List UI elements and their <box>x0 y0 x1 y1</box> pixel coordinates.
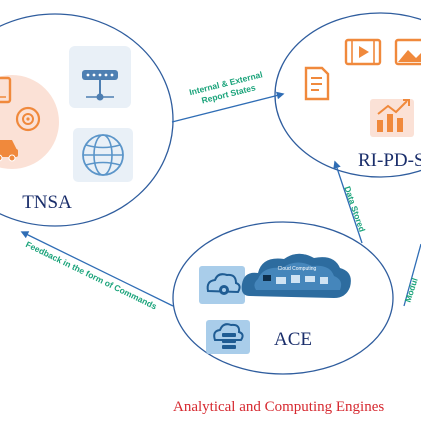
cloud-computing-icon: Cloud Computing <box>241 253 351 298</box>
tnsa-icon-backdrop <box>0 75 59 169</box>
edge-label-modul: Modul <box>403 277 420 304</box>
edge-label-feedback: Feedback in the form of Commands <box>24 239 159 311</box>
arrow-internal-external <box>171 91 285 123</box>
document-icon <box>304 66 330 101</box>
tnsa-label: TNSA <box>22 192 72 213</box>
cloud-computing-label: Cloud Computing <box>278 266 317 272</box>
cloud-server-icon <box>206 320 250 354</box>
smartphone-icon <box>0 76 12 104</box>
image-icon <box>394 38 421 66</box>
arrow-modul <box>403 243 421 307</box>
arrow-data-stored <box>333 160 363 244</box>
edge-label-internal-external: Internal & External Report States <box>188 69 263 105</box>
sensor-icon <box>15 106 41 132</box>
car-icon <box>0 140 18 162</box>
arrow-feedback <box>20 231 174 307</box>
edge-label-data-stored: Data Stored <box>342 185 367 233</box>
ace-label: ACE <box>274 329 312 350</box>
bar-chart-icon <box>370 99 414 137</box>
caption: Analytical and Computing Engines <box>173 399 384 415</box>
ripd-label: RI-PD-S <box>358 150 421 171</box>
video-icon <box>344 38 382 66</box>
globe-icon <box>73 128 133 182</box>
router-icon <box>69 46 131 108</box>
cloud-gear-icon <box>199 266 245 304</box>
